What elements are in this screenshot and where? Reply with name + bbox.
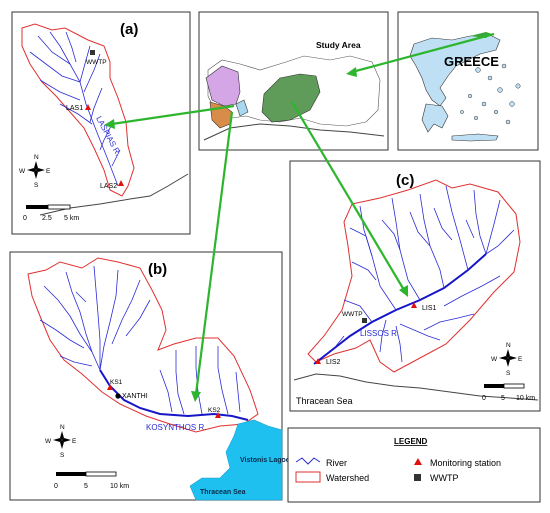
scale-bar-b: 0 5 10 km xyxy=(54,471,129,490)
svg-text:2.5: 2.5 xyxy=(42,215,52,222)
svg-text:W: W xyxy=(491,356,498,363)
las2-label: LAS2 xyxy=(100,183,117,190)
lis1-marker xyxy=(411,302,417,308)
legend-watershed-label: Watershed xyxy=(326,473,369,483)
compass-c: N S E W xyxy=(491,342,523,377)
vistonis-lagoon-and-sea xyxy=(189,419,283,501)
wwtp-c-label: WWTP xyxy=(342,311,363,318)
svg-text:N: N xyxy=(506,342,511,349)
thracean-sea-label-b: Thracean Sea xyxy=(200,489,246,496)
panel-a-label: (a) xyxy=(120,21,138,38)
svg-text:S: S xyxy=(506,370,511,377)
study-area-panel: Study Area xyxy=(198,11,389,151)
legend-wwtp-label: WWTP xyxy=(430,473,459,483)
ks1-marker xyxy=(107,384,113,390)
xanthi-label: XANTHI xyxy=(122,393,148,400)
legend-watershed-symbol xyxy=(295,471,321,483)
vistonis-lagoon-label: Vistonis Lagoon xyxy=(240,457,294,464)
arrow-greece-to-study xyxy=(351,32,495,74)
svg-text:N: N xyxy=(60,424,65,431)
scale-bar-a: 0 2.5 5 km xyxy=(23,204,79,222)
svg-text:N: N xyxy=(34,154,39,161)
panel-b-label: (b) xyxy=(148,261,167,278)
legend-station-label: Monitoring station xyxy=(430,458,501,468)
lissos-watershed-fill xyxy=(261,73,321,123)
thracean-sea-label-c: Thracean Sea xyxy=(296,396,353,406)
lissos-river-label: LISSOS R. xyxy=(360,329,399,338)
svg-text:10 km: 10 km xyxy=(516,395,535,402)
wwtp-c-marker xyxy=(362,318,367,323)
arrow-to-panel-a xyxy=(111,104,235,126)
greece-panel: GREECE xyxy=(397,11,539,151)
laspias-watershed xyxy=(21,23,135,197)
svg-text:S: S xyxy=(60,452,65,459)
svg-text:S: S xyxy=(34,182,39,189)
study-area-title: Study Area xyxy=(316,40,361,50)
panel-b: (b) XANTHI KS1 KS2 KOSYNTHOS R. Vistonis xyxy=(9,251,294,501)
lissos-watershed xyxy=(307,179,521,373)
svg-text:0: 0 xyxy=(23,215,27,222)
kosynthos-river-network xyxy=(39,265,249,421)
lis2-marker xyxy=(315,358,321,364)
panel-a: (a) WWTP LAS1 LAS2 LASPIAS R. N S E xyxy=(11,11,191,235)
panel-c: (c) WWTP LIS1 xyxy=(289,160,541,412)
svg-text:5 km: 5 km xyxy=(64,215,79,222)
legend-wwtp-symbol xyxy=(414,474,421,481)
ks1-label: KS1 xyxy=(110,379,123,386)
las1-label: LAS1 xyxy=(66,105,83,112)
compass-a: N S E W xyxy=(19,154,51,189)
legend-river-symbol xyxy=(295,457,321,465)
country-label: GREECE xyxy=(444,54,499,69)
prefecture-outlines xyxy=(207,55,381,127)
svg-text:0: 0 xyxy=(54,483,58,490)
las1-marker xyxy=(85,104,91,110)
lis1-label: LIS1 xyxy=(422,305,437,312)
kosynthos-watershed-fill xyxy=(235,99,249,117)
aegean-islands xyxy=(460,63,521,125)
kosynthos-river-label: KOSYNTHOS R. xyxy=(146,423,206,432)
crete xyxy=(451,133,499,142)
scale-bar-c: 0 5 10 km xyxy=(482,383,535,402)
svg-text:W: W xyxy=(19,168,26,175)
ks2-label: KS2 xyxy=(208,407,221,414)
svg-text:E: E xyxy=(72,438,77,445)
wwtp-a-marker xyxy=(90,50,95,55)
svg-text:0: 0 xyxy=(482,395,486,402)
laspias-watershed-fill xyxy=(205,65,241,107)
legend: LEGEND River Watershed Monitoring statio… xyxy=(287,427,541,503)
panel-c-label: (c) xyxy=(396,172,414,189)
svg-text:5: 5 xyxy=(84,483,88,490)
ks2-marker xyxy=(215,412,221,418)
coastline-c xyxy=(293,373,539,401)
svg-text:E: E xyxy=(518,356,523,363)
svg-text:10 km: 10 km xyxy=(110,483,129,490)
legend-river-label: River xyxy=(326,458,347,468)
connector-arrows xyxy=(104,32,495,402)
kosynthos-watershed xyxy=(27,257,259,433)
svg-text:W: W xyxy=(45,438,52,445)
svg-text:5: 5 xyxy=(501,395,505,402)
las2-marker xyxy=(118,180,124,186)
arrow-to-panel-c xyxy=(291,101,405,291)
legend-station-symbol xyxy=(414,458,422,465)
svg-text:E: E xyxy=(46,168,51,175)
wwtp-a-label: WWTP xyxy=(86,59,107,66)
compass-b: N S E W xyxy=(45,424,77,459)
lis2-label: LIS2 xyxy=(326,359,341,366)
legend-title: LEGEND xyxy=(394,437,428,446)
arrow-to-panel-b xyxy=(194,111,234,395)
peloponnese xyxy=(421,103,449,133)
xanthi-town-marker xyxy=(115,393,121,399)
